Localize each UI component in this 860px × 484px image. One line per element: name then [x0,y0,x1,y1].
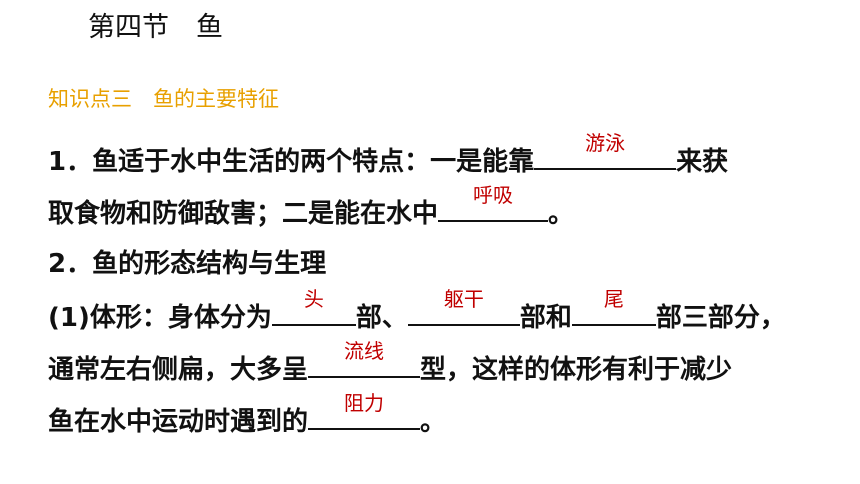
answer-blank-4: 躯干 [407,287,520,326]
question-2-text-c: 部和 [519,303,572,333]
question-2-line-3: 鱼在水中运动时遇到的 阻力。 [48,391,447,442]
question-2-title: 2．鱼的形态结构与生理 [48,249,327,279]
page-title: 第四节 鱼 [88,12,223,43]
answer-blank-3: 头 [271,287,356,326]
answer-blank-5: 尾 [571,287,656,326]
question-2-text-e: 通常左右侧扁，大多呈 [48,355,309,385]
section-heading: 知识点三 鱼的主要特征 [48,87,279,111]
question-1-text-c: 取食物和防御敌害；二是能在水中 [48,199,439,229]
question-1-line-1: 1．鱼适于水中生活的两个特点：一是能靠 游泳来获 [48,131,729,182]
question-1-text-d: 。 [548,199,575,229]
answer-2: 呼吸 [473,183,514,207]
question-2-text-f: 型，这样的体形有利于减少 [420,355,733,385]
question-1-text-a: 1．鱼适于水中生活的两个特点：一是能靠 [48,147,535,177]
question-2-text-a: (1)体形：身体分为 [48,303,272,333]
answer-blank-6: 流线 [308,339,421,378]
answer-4: 躯干 [443,287,484,311]
question-1-line-2: 取食物和防御敌害；二是能在水中 呼吸。 [48,183,575,234]
question-2-text-h: 。 [420,407,447,437]
question-2-text-g: 鱼在水中运动时遇到的 [48,407,309,437]
question-1-text-b: 来获 [676,147,729,177]
answer-blank-7: 阻力 [308,391,421,430]
answer-3: 头 [303,287,324,311]
answer-7: 阻力 [344,391,385,415]
answer-5: 尾 [603,287,624,311]
answer-blank-2: 呼吸 [438,183,549,222]
answer-6: 流线 [344,339,385,363]
question-2-line-2: 通常左右侧扁，大多呈 流线型，这样的体形有利于减少 [48,339,733,390]
answer-1: 游泳 [585,131,626,155]
question-2-line-1: (1)体形：身体分为 头部、 躯干部和 尾部三部分， [48,287,786,338]
question-2-text-d: 部三部分， [655,303,786,333]
question-2-text-b: 部、 [355,303,408,333]
answer-blank-1: 游泳 [534,131,677,170]
